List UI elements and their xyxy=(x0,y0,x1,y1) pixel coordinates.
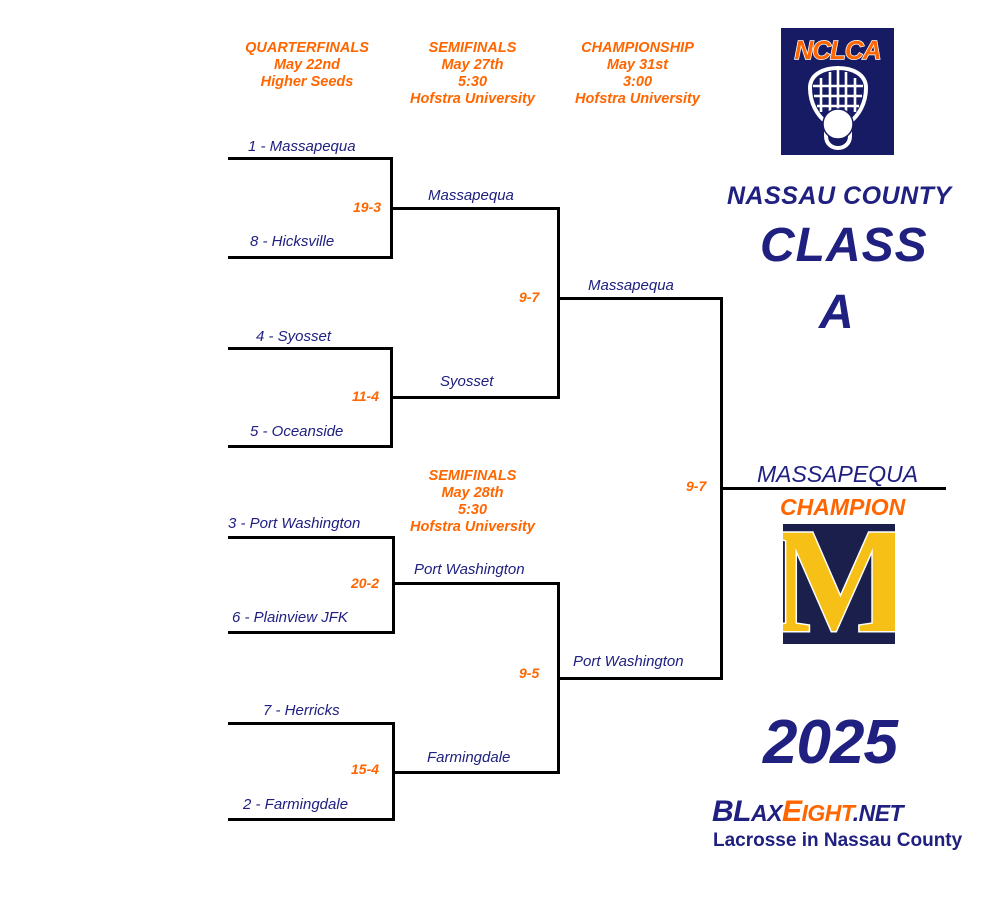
final-score: 9-7 xyxy=(686,478,707,494)
sf1-score: 9-7 xyxy=(519,289,540,305)
nclca-logo: NCLCA xyxy=(781,28,894,155)
champion-name: MASSAPEQUA xyxy=(757,461,919,487)
sf1-bottom-line xyxy=(393,396,560,399)
final-bottom-line xyxy=(557,677,723,680)
round-header-championship: CHAMPIONSHIP May 31st 3:00 Hofstra Unive… xyxy=(565,40,710,108)
qf1-score: 19-3 xyxy=(353,199,382,215)
round-header-line: Hofstra University xyxy=(410,91,535,107)
qf4-score: 15-4 xyxy=(351,761,380,777)
qf2-connector xyxy=(390,347,393,448)
qf4-top-team: 7 - Herricks xyxy=(263,702,340,719)
sf2-top-team: Port Washington xyxy=(414,561,525,578)
nclca-wordmark: NCLCA xyxy=(794,34,883,66)
final-top-team: Massapequa xyxy=(588,277,674,294)
sf1-connector xyxy=(557,207,560,399)
qf1-bottom-team: 8 - Hicksville xyxy=(250,233,335,250)
page-title-line3: A xyxy=(819,286,854,339)
qf4-top-line xyxy=(228,722,395,725)
round-header-line: Hofstra University xyxy=(575,91,700,107)
brand-part-2: AX xyxy=(751,800,782,826)
round-header-semifinals-upper: SEMIFINALS May 27th 5:30 Hofstra Univers… xyxy=(400,40,545,108)
round-header-line: SEMIFINALS xyxy=(428,40,517,56)
site-tagline: Lacrosse in Nassau County xyxy=(713,830,963,851)
qf3-top-team: 3 - Port Washington xyxy=(228,515,361,532)
round-header-semifinals-lower: SEMIFINALS May 28th 5:30 Hofstra Univers… xyxy=(400,468,545,536)
qf2-bottom-team: 5 - Oceanside xyxy=(250,423,344,440)
round-header-line: May 28th xyxy=(441,485,504,501)
site-brand: BLAXEIGHT.NET xyxy=(712,795,904,829)
final-bottom-team: Port Washington xyxy=(573,653,684,670)
round-header-line: Hofstra University xyxy=(410,519,535,535)
round-header-line: 5:30 xyxy=(457,74,488,90)
sf1-top-team: Massapequa xyxy=(428,187,514,204)
round-header-line: CHAMPIONSHIP xyxy=(581,40,694,56)
champion-line xyxy=(720,487,946,490)
round-header-line: May 22nd xyxy=(273,57,341,73)
year-label: 2025 xyxy=(763,708,898,777)
round-header-line: SEMIFINALS xyxy=(428,468,517,484)
sf1-top-line xyxy=(393,207,560,210)
qf3-score: 20-2 xyxy=(351,575,380,591)
qf2-top-team: 4 - Syosset xyxy=(256,328,332,345)
sf1-bottom-team: Syosset xyxy=(440,373,494,390)
round-header-line: 3:00 xyxy=(622,74,653,90)
qf2-top-line xyxy=(228,347,393,350)
qf1-connector xyxy=(390,157,393,259)
lacrosse-stick-icon xyxy=(807,66,869,150)
round-header-line: Higher Seeds xyxy=(260,74,354,90)
qf3-bottom-team: 6 - Plainview JFK xyxy=(232,609,348,626)
qf1-top-line xyxy=(228,157,393,160)
sf2-bottom-team: Farmingdale xyxy=(427,749,511,766)
round-header-line: QUARTERFINALS xyxy=(245,40,369,56)
brand-part-5: .NET xyxy=(852,800,904,826)
qf3-connector xyxy=(392,536,395,634)
qf1-top-team: 1 - Massapequa xyxy=(248,138,356,155)
qf1-bottom-line xyxy=(228,256,393,259)
massapequa-team-logo: M xyxy=(783,524,895,644)
brand-part-4: IGHT xyxy=(801,800,853,826)
round-header-line: May 27th xyxy=(441,57,504,73)
final-top-line xyxy=(557,297,723,300)
qf4-bottom-line xyxy=(228,818,395,821)
sf2-bottom-line xyxy=(393,771,560,774)
sf2-top-line xyxy=(393,582,560,585)
round-header-line: May 31st xyxy=(606,57,669,73)
round-header-line: 5:30 xyxy=(457,502,488,518)
champion-label: CHAMPION xyxy=(780,494,906,520)
qf3-bottom-line xyxy=(228,631,395,634)
team-logo-letter: M xyxy=(783,524,895,644)
brand-part-1: BL xyxy=(712,795,752,828)
sf2-score: 9-5 xyxy=(519,665,540,681)
qf2-bottom-line xyxy=(228,445,393,448)
qf3-top-line xyxy=(228,536,395,539)
qf2-score: 11-4 xyxy=(352,388,379,404)
page-title-line2: CLASS xyxy=(760,219,928,272)
brand-part-3: E xyxy=(781,795,802,828)
page-title-line1: NASSAU COUNTY xyxy=(727,182,952,210)
qf4-bottom-team: 2 - Farmingdale xyxy=(243,796,349,813)
round-header-quarterfinals: QUARTERFINALS May 22nd Higher Seeds xyxy=(232,40,382,91)
